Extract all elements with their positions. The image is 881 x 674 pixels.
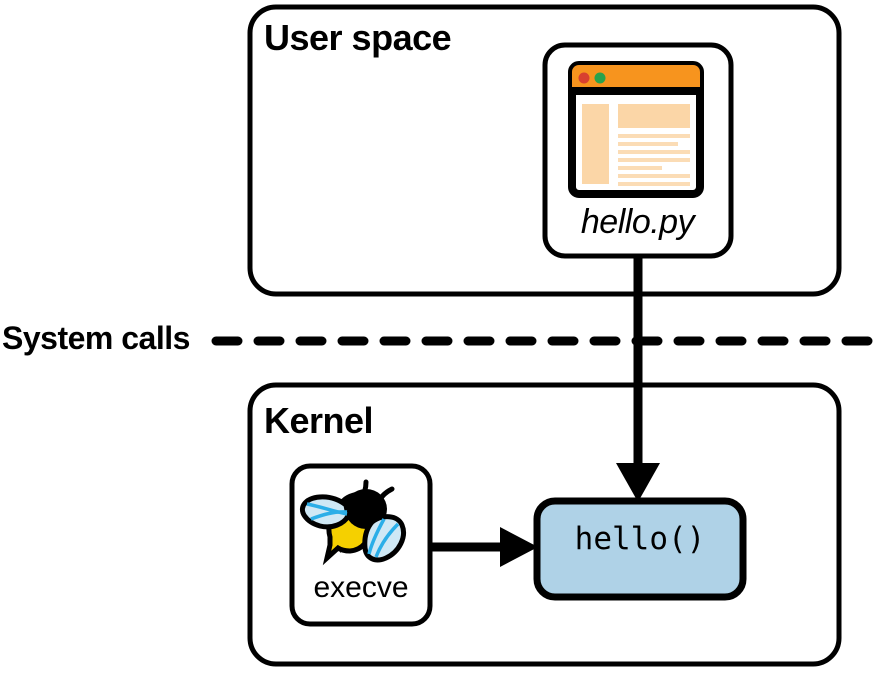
system-calls-boundary-label: System calls xyxy=(2,320,190,356)
kernel-title: Kernel xyxy=(264,400,374,441)
arrow-hellopy-to-hellofn xyxy=(616,255,660,502)
python-file-window-icon xyxy=(568,61,704,198)
execve-card[interactable] xyxy=(289,463,433,627)
ebpf-bee-icon xyxy=(299,479,406,566)
user-space-title: User space xyxy=(264,17,452,58)
execve-caption: execve xyxy=(313,571,409,604)
hello-py-file-card[interactable] xyxy=(542,42,734,259)
hello-function-node[interactable] xyxy=(533,497,747,601)
hello-function-label: hello() xyxy=(574,521,706,557)
window-dot-red-icon xyxy=(578,72,590,84)
window-dot-green-icon xyxy=(594,72,606,84)
arrow-execve-to-hellofn xyxy=(430,527,538,567)
hello-py-file-caption: hello.py xyxy=(580,203,695,241)
